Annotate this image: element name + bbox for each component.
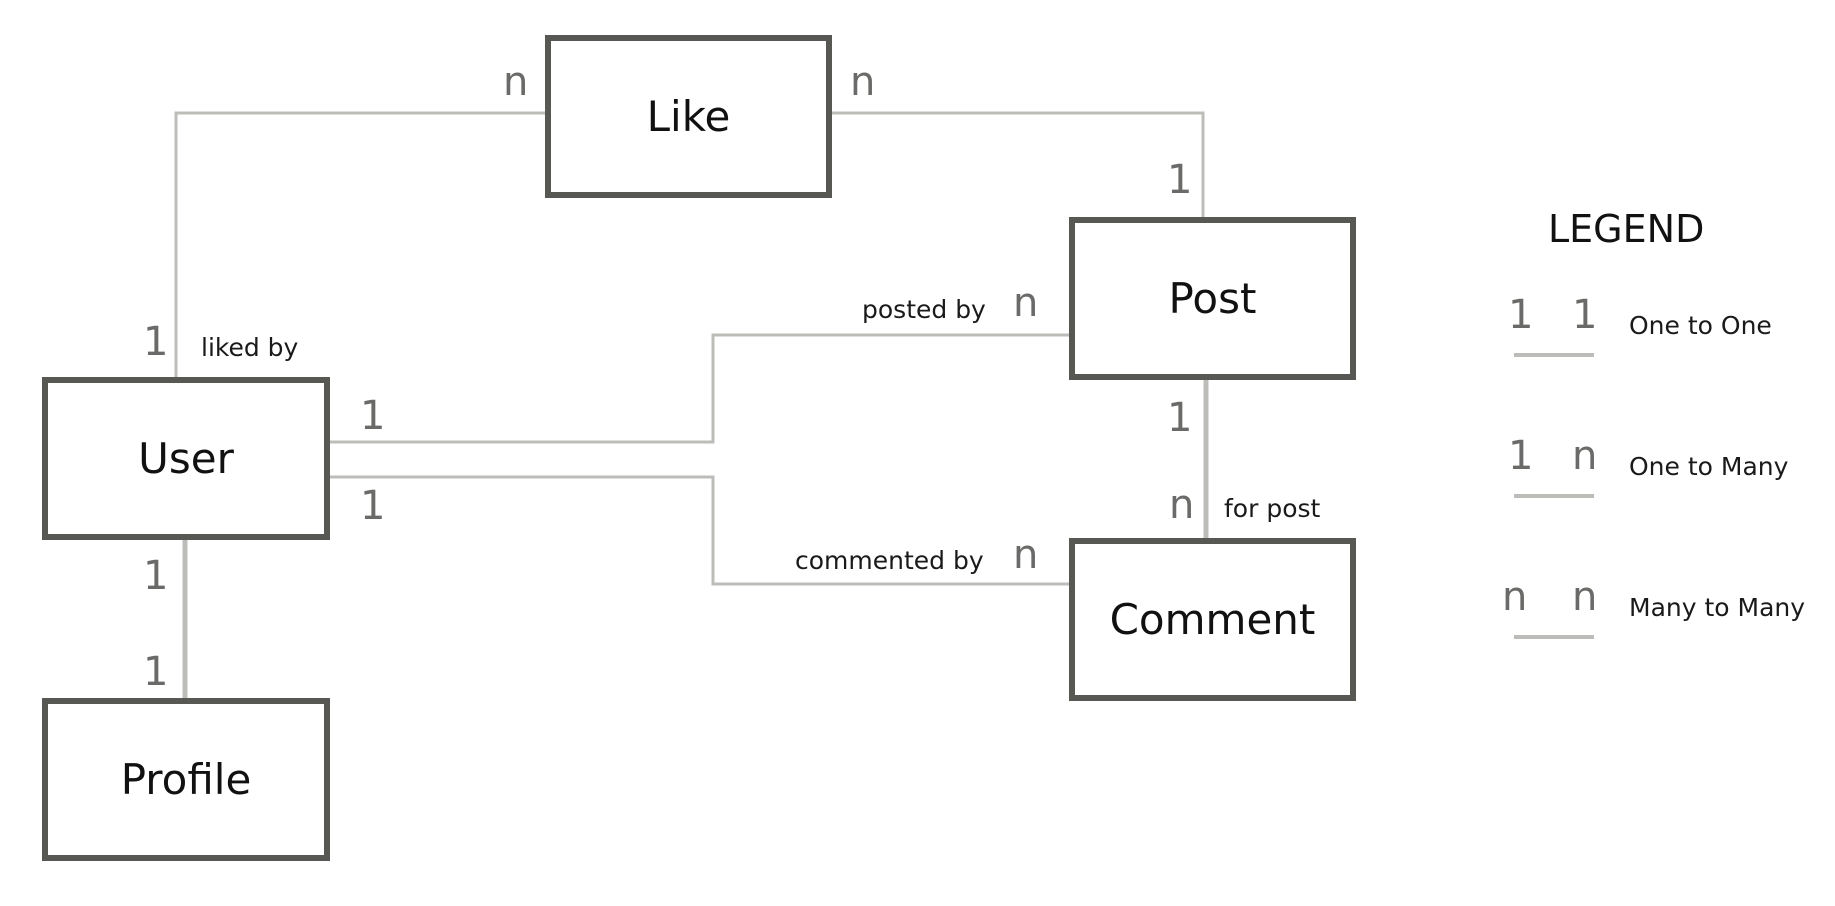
legend-item-one-to-many: 1 n One to Many — [1500, 436, 1835, 526]
legend-label: One to Many — [1629, 452, 1789, 481]
entity-comment[interactable]: Comment — [1069, 538, 1356, 701]
connector-user-like — [174, 111, 545, 377]
entity-user[interactable]: User — [42, 377, 330, 540]
entity-post-label: Post — [1168, 274, 1257, 323]
connector-user-comment — [330, 475, 1069, 586]
cardinality-user-profile-at-user: 1 — [143, 553, 169, 599]
cardinality-user-like-at-like: n — [503, 59, 529, 105]
legend-left-cardinality: 1 — [1508, 433, 1534, 479]
legend-line — [1514, 494, 1594, 498]
cardinality-like-post-at-like: n — [850, 59, 876, 105]
legend-right-cardinality: n — [1572, 433, 1598, 479]
legend-line — [1514, 635, 1594, 639]
legend-line — [1514, 353, 1594, 357]
legend-right-cardinality: 1 — [1572, 292, 1598, 338]
relationship-label-for-post: for post — [1224, 494, 1321, 523]
legend-left-cardinality: n — [1502, 574, 1528, 620]
relationship-label-posted-by: posted by — [862, 295, 986, 324]
cardinality-post-comment-at-post: 1 — [1167, 395, 1193, 441]
cardinality-user-comment-at-comment: n — [1013, 532, 1039, 578]
connector-like-post — [832, 111, 1205, 217]
legend-right-cardinality: n — [1572, 574, 1598, 620]
cardinality-user-comment-at-user: 1 — [360, 483, 386, 529]
relationship-label-commented-by: commented by — [795, 546, 984, 575]
cardinality-user-post-at-post: n — [1013, 280, 1039, 326]
legend-left-cardinality: 1 — [1508, 292, 1534, 338]
entity-comment-label: Comment — [1109, 595, 1316, 644]
cardinality-like-post-at-post: 1 — [1167, 157, 1193, 203]
cardinality-user-profile-at-profile: 1 — [143, 649, 169, 695]
entity-like[interactable]: Like — [545, 35, 832, 198]
entity-profile-label: Profile — [120, 755, 252, 804]
entity-like-label: Like — [646, 92, 731, 141]
entity-post[interactable]: Post — [1069, 217, 1356, 380]
relationship-label-liked-by: liked by — [201, 333, 299, 362]
cardinality-user-post-at-user: 1 — [360, 393, 386, 439]
cardinality-user-like-at-user: 1 — [143, 319, 169, 365]
cardinality-post-comment-at-comment: n — [1169, 482, 1195, 528]
entity-profile[interactable]: Profile — [42, 698, 330, 861]
legend-item-many-to-many: n n Many to Many — [1500, 577, 1835, 667]
entity-user-label: User — [138, 434, 234, 483]
legend-label: Many to Many — [1629, 593, 1806, 622]
connector-user-post — [330, 333, 1069, 444]
legend-item-one-to-one: 1 1 One to One — [1500, 295, 1835, 385]
legend-label: One to One — [1629, 311, 1772, 340]
legend-title: LEGEND — [1548, 207, 1705, 251]
